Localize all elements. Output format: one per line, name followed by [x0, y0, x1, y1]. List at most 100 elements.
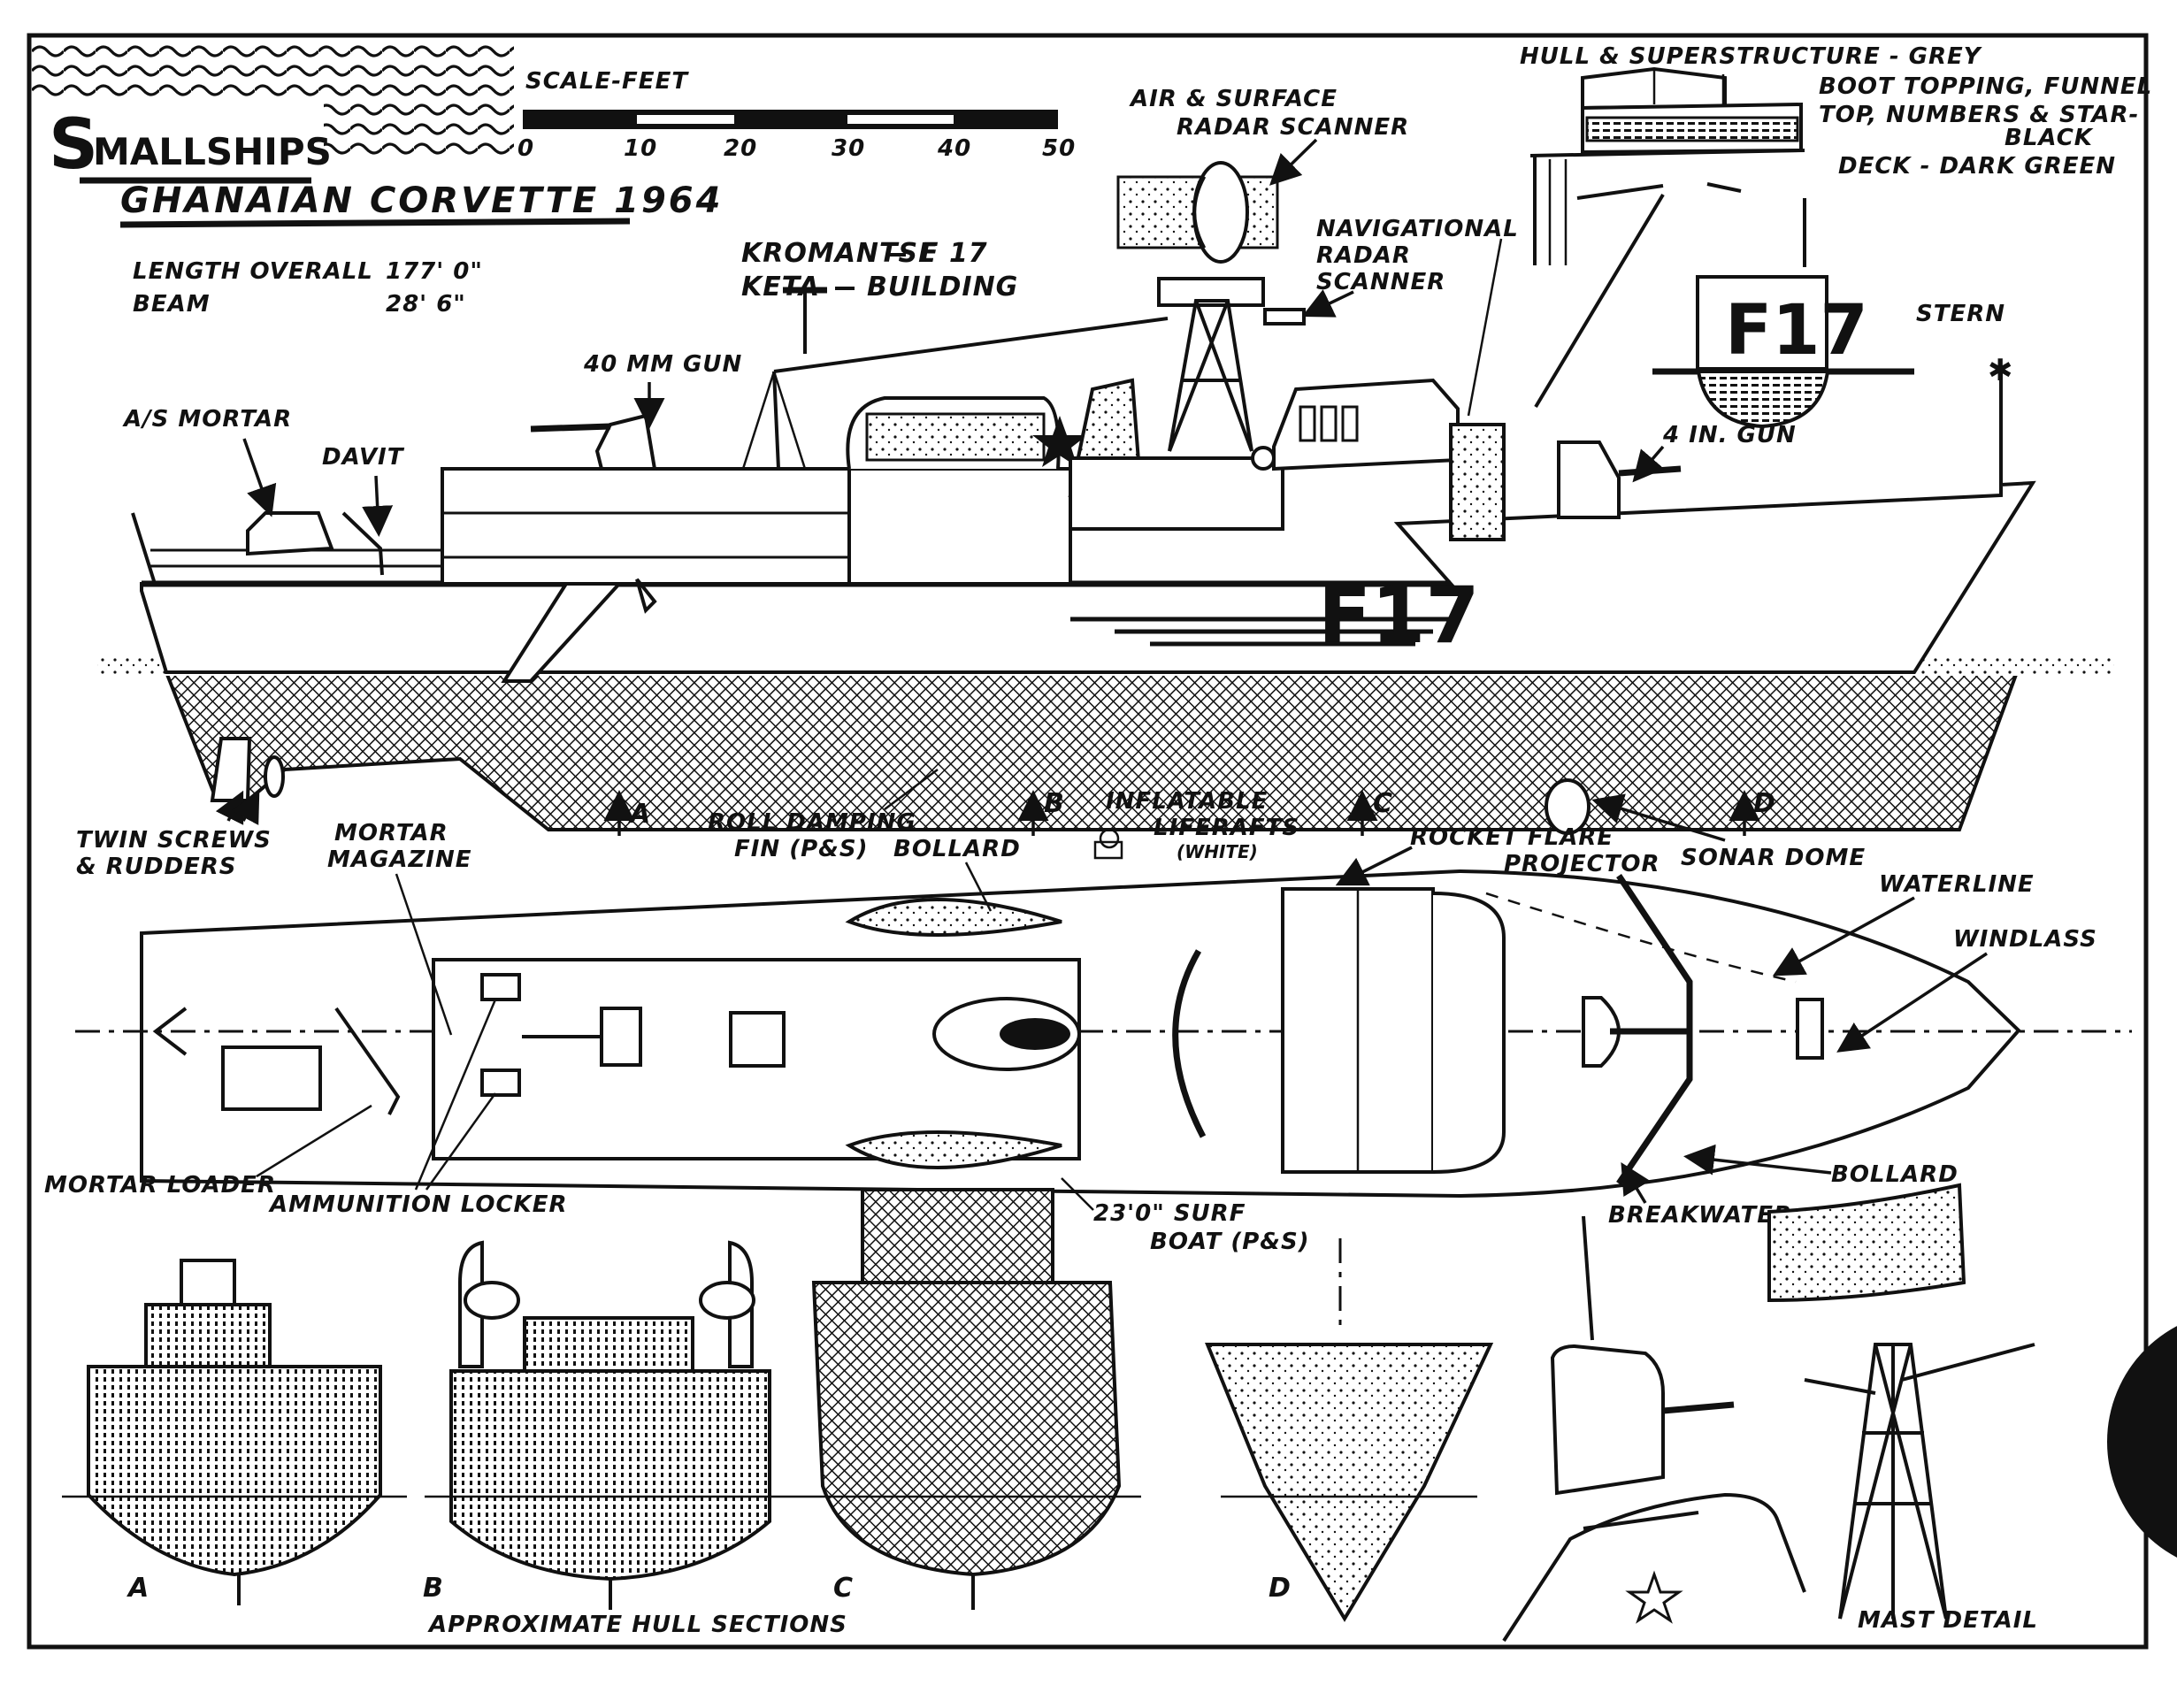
ship-status-kromantse: F 17	[920, 238, 988, 269]
label-nav-radar-2: RADAR	[1316, 242, 1411, 269]
sonar-dome	[1545, 778, 1591, 835]
label-hull-sections: APPROXIMATE HULL SECTIONS	[427, 1612, 847, 1638]
hull-section-label-c: C	[833, 1573, 854, 1604]
label-surf-boat-1: 23'0" SURF	[1093, 1200, 1246, 1227]
spec-table: LENGTH OVERALL 177' 0" BEAM 28' 6"	[133, 258, 483, 318]
hull-sections: A B C D APPROXIMATE HULL SECTIONS	[62, 1188, 1494, 1638]
scale-tick-20: 20	[724, 135, 757, 162]
colour-note-boot-1: BOOT TOPPING, FUNNEL	[1819, 73, 2152, 100]
page-title: GHANAIAN CORVETTE 1964	[120, 180, 723, 221]
plan-view	[75, 869, 2132, 1199]
nav-radar	[1263, 308, 1306, 326]
scale-bar: SCALE-FEET 0 10 20 30 40 50	[517, 68, 1076, 162]
lattice-mast	[1157, 277, 1265, 452]
label-bollard-bottom: BOLLARD	[1831, 1161, 1959, 1188]
star-icon	[1625, 1570, 1683, 1624]
hull-side	[140, 480, 2036, 674]
label-roll-damping-1: ROLL DAMPING	[708, 809, 916, 836]
label-nav-radar-1: NAVIGATIONAL	[1316, 216, 1519, 242]
label-4in-gun: 4 IN. GUN	[1662, 422, 1797, 448]
label-bollard-top: BOLLARD	[893, 836, 1021, 862]
colour-note-boot-2: TOP, NUMBERS & STAR-	[1819, 102, 2139, 128]
hull-section-label-a: A	[126, 1573, 149, 1604]
section-marker-d: D	[1753, 788, 1776, 819]
label-ammo-locker: AMMUNITION LOCKER	[268, 1191, 568, 1218]
brand-name: MALLSHIPS	[93, 130, 332, 173]
ship-name-kromantse: KROMANTSE	[741, 238, 938, 269]
stern-pennant-number: F17	[1725, 291, 1868, 371]
jack-star-icon: ✱	[1988, 353, 2013, 388]
colour-notes: HULL & SUPERSTRUCTURE - GREY BOOT TOPPIN…	[1520, 43, 2152, 180]
label-40mm-gun: 40 MM GUN	[583, 351, 742, 378]
label-liferafts-2: LIFERAFTS	[1154, 815, 1299, 841]
label-liferafts-1: INFLATABLE	[1106, 788, 1268, 815]
hull-section-b	[425, 1240, 796, 1610]
label-davit: DAVIT	[322, 444, 405, 471]
colour-note-hull: HULL & SUPERSTRUCTURE - GREY	[1520, 43, 1983, 70]
label-rocket-flare-1: ROCKET FLARE	[1410, 824, 1614, 851]
plan-labels: MORTAR MAGAZINE BOLLARD INFLATABLE LIFER…	[44, 788, 2097, 1255]
label-roll-damping-2: FIN (P&S)	[734, 836, 868, 862]
label-surf-boat-2: BOAT (P&S)	[1150, 1229, 1310, 1255]
title-underline	[119, 218, 631, 228]
as-mortar	[246, 511, 334, 556]
stern-label: STERN	[1916, 301, 2005, 327]
colour-note-deck: DECK - DARK GREEN	[1838, 153, 2116, 180]
label-twin-screws-1: TWIN SCREWS	[76, 827, 272, 854]
ship-status-keta: BUILDING	[867, 272, 1018, 303]
propeller	[264, 755, 285, 798]
scale-tick-10: 10	[624, 135, 657, 162]
hull-pennant-number: F17	[1318, 570, 1480, 661]
40mm-gun	[530, 413, 657, 471]
label-air-surface-radar-1: AIR & SURFACE	[1129, 86, 1338, 112]
scale-tick-50: 50	[1042, 135, 1076, 162]
label-mortar-magazine-1: MORTAR	[334, 820, 448, 846]
bridge-superstructure	[1272, 378, 1460, 471]
brand-initial: S	[49, 105, 98, 185]
spec-value-beam: 28' 6"	[386, 291, 466, 318]
hull-section-c	[796, 1188, 1141, 1610]
scan-artifact-circle	[2107, 1326, 2177, 1558]
spec-value-length: 177' 0"	[386, 258, 483, 285]
label-waterline: WATERLINE	[1879, 871, 2035, 898]
label-breakwater: BREAKWATER	[1608, 1202, 1792, 1229]
label-as-mortar: A/S MORTAR	[122, 406, 292, 433]
colour-note-boot-3: BLACK	[2005, 125, 2094, 151]
label-windlass: WINDLASS	[1953, 926, 2097, 953]
hull-section-label-d: D	[1269, 1573, 1292, 1604]
drawing-frame	[27, 33, 2149, 1650]
scale-title: SCALE-FEET	[525, 68, 689, 95]
section-marker-c: C	[1373, 788, 1393, 819]
side-labels: AIR & SURFACE RADAR SCANNER NAVIGATIONAL…	[76, 86, 1866, 880]
label-mast-detail: MAST DETAIL	[1858, 1607, 2038, 1634]
hull-section-d	[1205, 1238, 1494, 1622]
liferaft-icon	[1093, 828, 1123, 860]
label-sonar-dome: SONAR DOME	[1681, 845, 1866, 871]
section-marker-b: B	[1044, 788, 1065, 819]
label-nav-radar-3: SCANNER	[1316, 269, 1445, 295]
hull-section-a	[62, 1259, 407, 1605]
underwater-hull	[164, 670, 2020, 831]
label-mortar-loader: MORTAR LOADER	[44, 1172, 276, 1199]
mast-detail: MAST DETAIL	[1502, 1183, 2038, 1643]
spec-label-beam: BEAM	[133, 291, 211, 318]
hull-section-label-b: B	[423, 1573, 444, 1604]
section-marker-a: A	[628, 799, 651, 830]
label-rocket-flare-2: PROJECTOR	[1504, 851, 1660, 877]
label-twin-screws-2: & RUDDERS	[76, 854, 237, 880]
label-mortar-magazine-2: MAGAZINE	[327, 846, 472, 873]
bridge-detail	[1529, 66, 1806, 409]
spec-label-length: LENGTH OVERALL	[133, 258, 373, 285]
side-profile: F17	[97, 161, 2114, 835]
4in-gun-detail	[1550, 1344, 1665, 1496]
scale-tick-30: 30	[832, 135, 865, 162]
label-liferafts-3: (WHITE)	[1177, 841, 1258, 862]
scale-tick-40: 40	[937, 135, 971, 162]
ship-names: KROMANTSE F 17 KETA BUILDING	[741, 238, 1018, 303]
scale-tick-0: 0	[517, 135, 534, 162]
stern-view: F17 STERN	[1652, 275, 2005, 429]
label-air-surface-radar-2: RADAR SCANNER	[1177, 114, 1409, 141]
4in-gun	[1449, 423, 1682, 541]
radar-dish-detail	[1767, 1183, 1966, 1303]
